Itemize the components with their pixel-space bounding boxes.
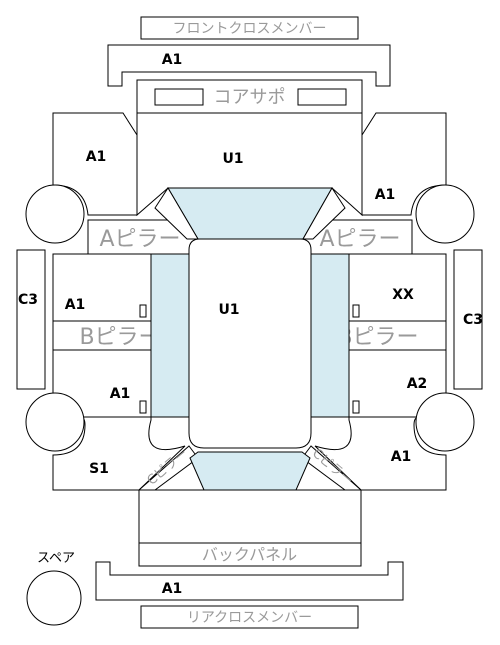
- left-side-panel-grade: C3: [18, 292, 38, 308]
- rear-left-quarter-grade: S1: [89, 461, 109, 477]
- front-cross-member-label: フロントクロスメンバー: [173, 21, 327, 37]
- roof-panel: [188, 238, 312, 449]
- left-side-glass: [150, 253, 190, 418]
- front-cross-member-box: [140, 16, 359, 40]
- door-handle-rr: [352, 400, 360, 414]
- back-panel-label: バックパネル: [202, 545, 297, 564]
- rear-right-quarter-grade: A1: [391, 449, 412, 465]
- a-pillar-post-right: [302, 187, 346, 240]
- b-pillar-right-label: Bピラー: [337, 325, 418, 350]
- trunk-lid: [138, 489, 362, 544]
- door-handle-rl: [139, 400, 147, 414]
- core-support-label: コアサポ: [214, 87, 286, 108]
- rear-cross-member-box: [140, 605, 359, 629]
- rear-glass: [189, 451, 311, 491]
- a-pillar-post-left: [154, 187, 199, 240]
- a-pillar-left-label: Aピラー: [99, 227, 180, 252]
- roof-grade: U1: [218, 302, 239, 318]
- spare-tire: [26, 570, 82, 626]
- a-pillar-right-label: Aピラー: [319, 227, 400, 252]
- front-right-fender-grade: A1: [375, 187, 396, 203]
- left-side-panel: [16, 249, 46, 390]
- rear-left-wheel: [25, 392, 85, 452]
- rear-member-grade: A1: [162, 581, 183, 597]
- rear-right-wheel: [415, 392, 475, 452]
- headlight-left: [154, 88, 204, 106]
- rear-left-door-grade: A1: [110, 386, 131, 402]
- front-left-fender-grade: A1: [86, 149, 107, 165]
- rear-right-quarter: [314, 416, 447, 491]
- front-right-wheel: [415, 184, 475, 244]
- right-side-panel: [453, 249, 483, 390]
- right-side-panel-grade: C3: [463, 312, 483, 328]
- front-right-door-grade: XX: [392, 287, 414, 303]
- rear-right-door-grade: A2: [407, 376, 428, 392]
- door-handle-fl: [139, 304, 147, 318]
- spare-label: スペア: [37, 551, 75, 566]
- b-pillar-left-label: Bピラー: [79, 325, 160, 350]
- front-member-grade: A1: [162, 52, 183, 68]
- headlight-right: [297, 88, 347, 106]
- front-member-bracket: [107, 44, 391, 87]
- rear-member-bracket: [95, 561, 404, 601]
- right-side-glass: [310, 253, 350, 418]
- front-left-door: [52, 253, 152, 322]
- back-panel: [138, 542, 362, 567]
- hood-grade: U1: [222, 151, 243, 167]
- door-handle-fr: [352, 304, 360, 318]
- front-left-wheel: [25, 184, 85, 244]
- rear-cross-member-label: リアクロスメンバー: [187, 610, 312, 626]
- front-left-door-grade: A1: [65, 297, 86, 313]
